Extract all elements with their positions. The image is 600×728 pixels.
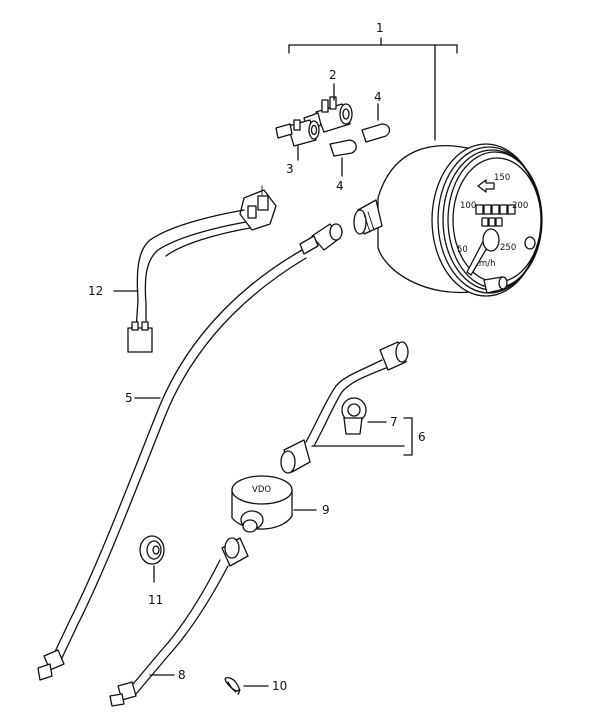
speedometer: 50 100 150 200 250 km/h <box>353 143 543 297</box>
callout-6-label: 6 <box>418 430 426 444</box>
callout-2-label: 2 <box>329 68 337 82</box>
vdo-brand-label: VDO <box>252 485 271 495</box>
bulb-4-lower <box>329 139 357 177</box>
dial-label-50: 50 <box>457 245 468 255</box>
callout-5-label: 5 <box>125 391 133 405</box>
speedometer-drive-connector <box>353 199 383 235</box>
callout-4-lower-label: 4 <box>336 179 344 193</box>
dial-label-100: 100 <box>460 201 476 211</box>
odometer-display <box>475 204 516 227</box>
callout-7-label: 7 <box>390 415 398 429</box>
trip-reset-knob <box>483 276 508 294</box>
clip-10 <box>224 676 269 695</box>
turn-signal-arrow-icon <box>477 179 495 193</box>
speedometer-needle <box>466 228 500 276</box>
adjuster-knob <box>524 236 536 250</box>
dial-label-150: 150 <box>494 173 510 183</box>
callout-4-upper-label: 4 <box>374 90 382 104</box>
dial-unit-label: km/h <box>474 259 495 269</box>
bulb-socket-3 <box>275 119 320 161</box>
callout-1-label: 1 <box>376 21 384 35</box>
callout-3-label: 3 <box>286 162 294 176</box>
wiring-harness <box>113 185 277 353</box>
bulb-4-upper <box>361 103 391 143</box>
callout-11-label: 11 <box>148 593 163 607</box>
callout-1-bracket <box>288 37 458 141</box>
angle-drive-assembly-6 <box>280 341 413 474</box>
speedometer-cable-8 <box>109 537 249 707</box>
dial-label-250: 250 <box>500 243 516 253</box>
speedometer-cable-5 <box>37 223 343 681</box>
callout-10-label: 10 <box>272 679 287 693</box>
callout-12-label: 12 <box>88 284 103 298</box>
grommet-11 <box>139 535 165 583</box>
callout-8-label: 8 <box>178 668 186 682</box>
dial-label-200: 200 <box>512 201 528 211</box>
angle-drive-9: VDO <box>231 475 317 533</box>
adapter-nut-7 <box>341 397 387 435</box>
callout-9-label: 9 <box>322 503 330 517</box>
